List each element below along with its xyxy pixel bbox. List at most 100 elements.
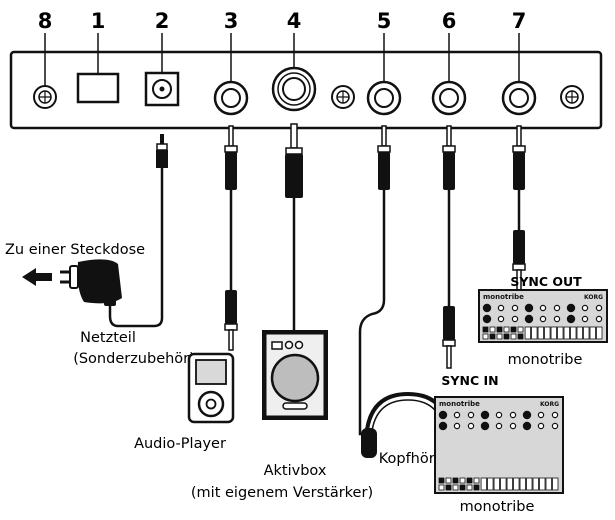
step-button	[473, 484, 480, 491]
key	[493, 477, 500, 491]
knob-icon	[522, 410, 532, 420]
key	[539, 477, 546, 491]
step-button	[452, 477, 459, 484]
knob-icon	[537, 411, 545, 419]
key	[513, 477, 520, 491]
audio-player-label: Audio-Player	[134, 436, 226, 452]
sync-out-label: SYNC OUT	[510, 274, 582, 289]
step-button	[489, 326, 496, 333]
key	[557, 326, 564, 340]
jack-6	[431, 80, 467, 116]
knob-icon	[539, 304, 547, 312]
key	[563, 326, 570, 340]
key	[480, 477, 487, 491]
jack-3	[213, 80, 249, 116]
key	[589, 326, 596, 340]
key	[531, 326, 538, 340]
audio-player-cable	[224, 125, 238, 351]
key	[500, 477, 507, 491]
jack-number-1: 1	[91, 9, 106, 33]
key	[576, 326, 583, 340]
key	[545, 477, 552, 491]
key	[552, 477, 559, 491]
knob-icon	[480, 421, 490, 431]
sync-in-cable	[442, 125, 456, 369]
key	[487, 477, 494, 491]
speaker-label: Aktivbox	[264, 463, 327, 479]
knob-icon	[509, 422, 517, 430]
device-maker: KORG	[540, 401, 559, 408]
knob-icon	[595, 304, 603, 312]
step-button	[482, 326, 489, 333]
rear-panel	[9, 33, 603, 130]
sync-out-cable	[512, 125, 526, 291]
knob-icon	[482, 303, 492, 313]
jack-number-6: 6	[442, 9, 457, 33]
monotribe-label-1: monotribe	[508, 352, 583, 368]
knob-icon	[553, 315, 561, 323]
key	[537, 326, 544, 340]
key	[526, 477, 533, 491]
arrow-left-icon	[22, 268, 52, 286]
knob-icon	[438, 410, 448, 420]
knob-icon	[524, 303, 534, 313]
dc-cable	[108, 134, 168, 328]
knob-icon	[551, 422, 559, 430]
knob-icon	[522, 421, 532, 431]
monotribe-sync-out-device: monotribe KORG	[478, 289, 608, 343]
knob-icon	[453, 422, 461, 430]
step-button	[496, 326, 503, 333]
audio-player-icon	[187, 352, 235, 424]
dc-in-jack	[144, 71, 180, 107]
jack-number-7: 7	[512, 9, 527, 33]
knob-icon	[524, 314, 534, 324]
jack-number-labels: 8 1 2 3 4 5 6 7	[38, 9, 527, 33]
key	[519, 477, 526, 491]
key	[596, 326, 603, 340]
step-button	[459, 484, 466, 491]
key	[550, 326, 557, 340]
step-button	[452, 484, 459, 491]
power-switch	[76, 72, 120, 104]
knob-icon	[495, 422, 503, 430]
knob-icon	[511, 315, 519, 323]
device-logo: monotribe	[439, 400, 480, 408]
adapter-label: Netzteil	[80, 330, 136, 346]
step-button	[510, 333, 517, 340]
knob-icon	[539, 315, 547, 323]
step-button	[459, 477, 466, 484]
key	[506, 477, 513, 491]
key	[570, 326, 577, 340]
step-button	[466, 484, 473, 491]
step-button	[517, 333, 524, 340]
knob-icon	[511, 304, 519, 312]
step-button	[438, 477, 445, 484]
device-maker: KORG	[584, 294, 603, 301]
knob-icon	[497, 304, 505, 312]
step-button	[445, 484, 452, 491]
knob-icon	[537, 422, 545, 430]
step-button	[489, 333, 496, 340]
knob-icon	[467, 411, 475, 419]
knob-icon	[509, 411, 517, 419]
speaker-icon	[262, 330, 328, 420]
outlet-label: Zu einer Steckdose	[5, 242, 145, 258]
device-logo: monotribe	[483, 293, 524, 301]
monotribe-sync-in-device: monotribe KORG	[434, 396, 564, 494]
jack-4	[271, 66, 317, 112]
headphones-cable	[358, 125, 391, 436]
sync-in-label: SYNC IN	[441, 373, 498, 388]
knob-icon	[566, 303, 576, 313]
monotribe-label-2: monotribe	[460, 499, 535, 515]
key	[544, 326, 551, 340]
step-button	[503, 333, 510, 340]
jack-number-4: 4	[287, 9, 302, 33]
key	[583, 326, 590, 340]
knob-icon	[595, 315, 603, 323]
jack-number-3: 3	[224, 9, 239, 33]
panel-knob	[331, 85, 355, 109]
knob-icon	[453, 411, 461, 419]
step-button	[445, 477, 452, 484]
step-button	[438, 484, 445, 491]
